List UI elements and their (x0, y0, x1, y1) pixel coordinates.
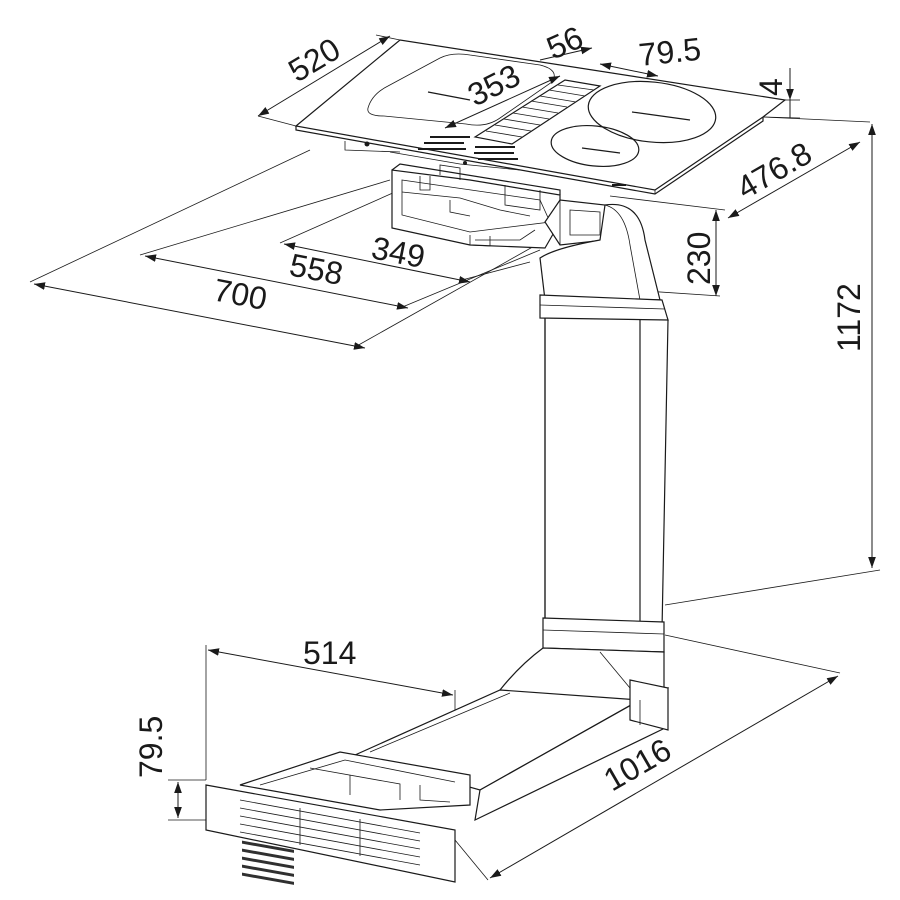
dimension-lines (33, 35, 876, 879)
dim-79-5-bottom-label: 79.5 (133, 716, 169, 778)
dim-56-label: 56 (541, 19, 588, 66)
outlet-grille (242, 840, 294, 885)
dim-700-label: 700 (211, 272, 270, 318)
dim-514-label: 514 (303, 635, 356, 671)
dim-4-label: 4 (753, 78, 789, 96)
dim-349-label: 349 (369, 230, 428, 276)
dim-230-label: 230 (681, 232, 717, 285)
dim-79-5-top-label: 79.5 (637, 31, 703, 73)
vertical-duct (498, 203, 669, 701)
dim-476-8-label: 476.8 (731, 135, 818, 206)
dim-1172-label: 1172 (831, 283, 867, 352)
motor-housing (391, 163, 611, 249)
dim-520-label: 520 (282, 31, 346, 89)
dim-558-label: 558 (287, 247, 346, 293)
plinth-outlet (205, 751, 471, 885)
cooktop (294, 39, 787, 195)
